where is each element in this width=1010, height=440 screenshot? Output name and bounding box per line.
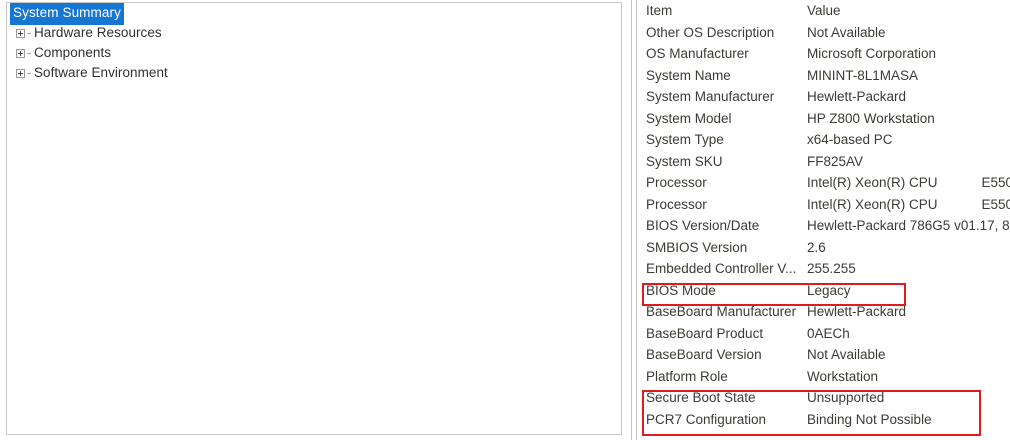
detail-item-cell: Processor <box>646 196 707 212</box>
detail-row[interactable]: Embedded Controller V... 255.255 <box>639 258 1010 280</box>
detail-value-cell: 0AECh <box>807 325 850 341</box>
detail-row[interactable]: Secure Boot State Unsupported <box>639 387 1010 409</box>
detail-row[interactable]: System Name MININT-8L1MASA <box>639 65 1010 87</box>
splitter-line-right <box>636 0 637 440</box>
tree-node-label: Software Environment <box>34 65 168 80</box>
detail-row[interactable]: BIOS Version/Date Hewlett-Packard 786G5 v… <box>639 215 1010 237</box>
tree-node-label: System Summary <box>10 3 124 25</box>
detail-row[interactable]: OS Manufacturer Microsoft Corporation <box>639 43 1010 65</box>
detail-item-cell: SMBIOS Version <box>646 239 748 255</box>
detail-value-cell: Workstation <box>807 368 879 384</box>
detail-value-cell: Binding Not Possible <box>807 411 932 427</box>
detail-item-cell: OS Manufacturer <box>646 46 749 61</box>
detail-value-cell: 2.6 <box>807 239 826 255</box>
tree-node-hardware-resources[interactable]: Hardware Resources <box>7 23 621 43</box>
detail-row[interactable]: Platform Role Workstation <box>639 366 1010 388</box>
detail-value-cell: Hewlett-Packard 786G5 v01.17, 8/ <box>807 218 1010 233</box>
detail-item-cell: BIOS Mode <box>646 282 716 298</box>
detail-item-cell: Embedded Controller V... <box>646 261 797 276</box>
expand-plus-icon[interactable] <box>16 48 25 58</box>
panel-splitter[interactable] <box>630 0 639 440</box>
tree-connector-line <box>27 32 31 34</box>
detail-value-cell: Intel(R) Xeon(R) CPU E5506 <box>807 172 1010 194</box>
detail-item-cell: Other OS Description <box>646 24 775 40</box>
detail-value-text: Intel(R) Xeon(R) CPU <box>807 175 938 190</box>
tree-node-label: Components <box>34 45 112 60</box>
detail-value-cell: MININT-8L1MASA <box>807 67 919 83</box>
detail-value-cell: Legacy <box>807 282 851 298</box>
detail-row[interactable]: System Manufacturer Hewlett-Packard <box>639 86 1010 108</box>
detail-row[interactable]: System Model HP Z800 Workstation <box>639 108 1010 130</box>
detail-item-cell: System SKU <box>646 153 723 169</box>
detail-header-row: Item Value <box>639 0 1010 22</box>
detail-item-cell: Platform Role <box>646 368 728 384</box>
tree-connector-line <box>27 52 31 54</box>
detail-item-cell: PCR7 Configuration <box>646 411 767 427</box>
detail-value-cell: Not Available <box>807 347 886 362</box>
tree-node-software-environment[interactable]: Software Environment <box>7 63 621 83</box>
detail-item-cell: System Model <box>646 110 732 126</box>
detail-value-cell: Intel(R) Xeon(R) CPU E5506 <box>807 194 1010 216</box>
detail-value-cell: Microsoft Corporation <box>807 46 937 61</box>
detail-value-cell: Hewlett-Packard <box>807 89 907 104</box>
detail-item-cell: System Name <box>646 67 731 83</box>
detail-item-cell: BaseBoard Manufacturer <box>646 304 797 319</box>
detail-row[interactable]: BaseBoard Version Not Available <box>639 344 1010 366</box>
detail-value-cell: Unsupported <box>807 390 885 405</box>
column-header-item: Item <box>646 3 673 18</box>
expand-plus-icon[interactable] <box>16 68 25 78</box>
detail-row[interactable]: PCR7 Configuration Binding Not Possible <box>639 409 1010 431</box>
detail-row[interactable]: Processor Intel(R) Xeon(R) CPU E5506 <box>639 194 1010 216</box>
tree-node-components[interactable]: Components <box>7 43 621 63</box>
detail-value-cell: HP Z800 Workstation <box>807 110 935 126</box>
tree-node-label: Hardware Resources <box>34 25 162 40</box>
detail-value-model: E5506 <box>981 175 1010 190</box>
detail-item-cell: Secure Boot State <box>646 390 756 405</box>
expand-plus-icon[interactable] <box>16 28 25 38</box>
tree-node-system-summary[interactable]: System Summary <box>7 3 621 25</box>
detail-row[interactable]: System SKU FF825AV <box>639 151 1010 173</box>
splitter-line-left <box>631 0 632 440</box>
detail-row[interactable]: BaseBoard Manufacturer Hewlett-Packard <box>639 301 1010 323</box>
detail-item-cell: System Type <box>646 132 724 147</box>
detail-row[interactable]: Other OS Description Not Available <box>639 22 1010 44</box>
detail-value-cell: FF825AV <box>807 153 864 169</box>
detail-value-cell: 255.255 <box>807 261 856 276</box>
detail-row[interactable]: BIOS Mode Legacy <box>639 280 1010 302</box>
detail-item-cell: Processor <box>646 175 707 190</box>
detail-item-cell: BaseBoard Version <box>646 347 762 362</box>
detail-value-cell: x64-based PC <box>807 132 893 147</box>
detail-value-cell: Not Available <box>807 24 886 40</box>
detail-value-cell: Hewlett-Packard <box>807 304 907 319</box>
detail-row[interactable]: Processor Intel(R) Xeon(R) CPU E5506 <box>639 172 1010 194</box>
column-header-value: Value <box>807 3 841 18</box>
detail-item-cell: BIOS Version/Date <box>646 218 760 233</box>
detail-item-cell: System Manufacturer <box>646 89 775 104</box>
detail-row[interactable]: BaseBoard Product 0AECh <box>639 323 1010 345</box>
detail-value-text: Intel(R) Xeon(R) CPU <box>807 196 938 212</box>
detail-item-cell: BaseBoard Product <box>646 325 764 341</box>
system-info-tree-panel[interactable]: System Summary Hardware Resources Compon… <box>6 2 622 435</box>
tree-connector-line <box>27 72 31 74</box>
detail-row[interactable]: System Type x64-based PC <box>639 129 1010 151</box>
detail-value-model: E5506 <box>981 196 1010 212</box>
detail-row[interactable]: SMBIOS Version 2.6 <box>639 237 1010 259</box>
